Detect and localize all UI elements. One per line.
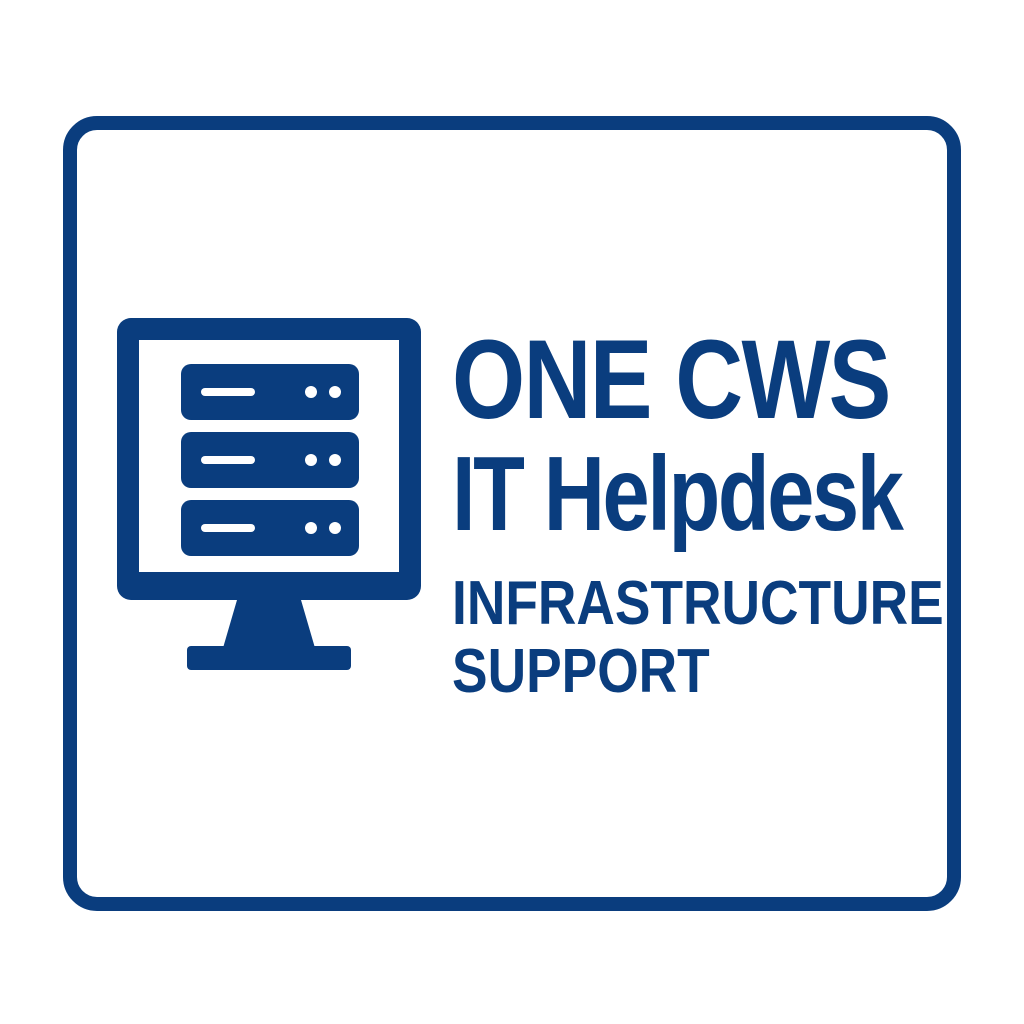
subtitle-line-2: SUPPORT xyxy=(452,637,710,706)
title-line-1: ONE CWS xyxy=(452,317,891,442)
title-line-2: IT Helpdesk xyxy=(452,435,904,553)
logo-text: ONE CWS IT Helpdesk INFRASTRUCTURE SUPPO… xyxy=(452,317,944,706)
server-rack-icon xyxy=(181,364,359,556)
subtitle-line-1: INFRASTRUCTURE xyxy=(452,569,944,638)
monitor-server-icon xyxy=(117,318,421,670)
